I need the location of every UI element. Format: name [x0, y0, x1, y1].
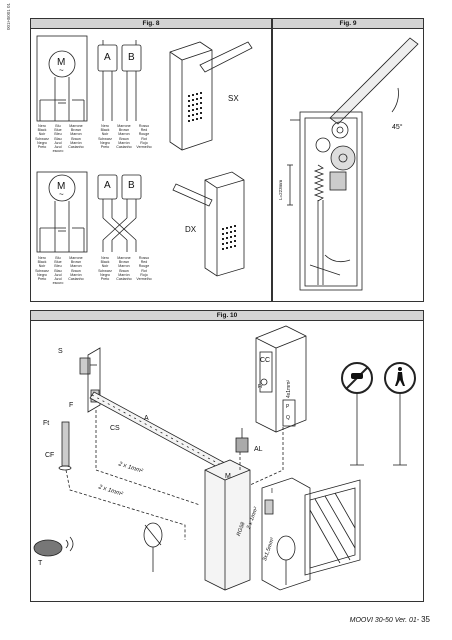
fig8-bottom-motor-tilde: ~	[59, 190, 64, 199]
fig8-bottom-color-5: Marrone Brown Marron Braun Marrón Castan…	[116, 256, 132, 282]
fig10-label-i: I	[271, 488, 273, 495]
fig10-label-ft: Ft	[43, 420, 50, 427]
fig8-top-switch-b-label: B	[128, 52, 135, 63]
fig10-label-cs: CS	[110, 425, 120, 432]
fig10-title: Fig. 10	[31, 311, 423, 321]
fig10-label-m: M	[225, 473, 231, 480]
fig8-bottom-color-6: Rosso Red Rouge Rot Rojo Vermelho	[136, 256, 152, 282]
footer-product: MOOVI 30-50	[349, 617, 393, 624]
fig8-bottom-color-3: Marrone Brown Marron Braun Marrón Castan…	[68, 256, 84, 282]
fig9-angle-label: 45°	[392, 124, 403, 131]
fig9-dimension-label: L=223mm	[278, 179, 283, 200]
fig8-top-switch-a-label: A	[104, 52, 111, 63]
fig10-label-q: Q	[286, 415, 290, 421]
fig8-top-color-4: Nero Black Noir Schwarz Negro Preto	[98, 124, 112, 150]
fig8-bottom-switch-a-label: A	[104, 180, 111, 191]
fig8-bottom-motor-label: M	[57, 181, 66, 192]
fig8-top-color-5: Marrone Brown Marron Braun Marrón Castan…	[116, 124, 132, 150]
fig10-label-fr: Fr	[258, 384, 263, 390]
fig8-bottom-color-1: Nero Black Noir Schwarz Negro Preto	[35, 256, 49, 282]
fig10-panel: Fig. 10	[30, 310, 424, 602]
fig10-label-t: T	[38, 560, 43, 567]
fig10-label-p: P	[286, 404, 290, 410]
fig8-bottom-switch-b-label: B	[128, 180, 135, 191]
fig8-bottom-color-2: Blu Blue Bleu Blau Azul Azul escuro	[52, 256, 64, 286]
fig8-label-sx: SX	[228, 94, 239, 103]
fig10-cable-label-4: 4x1mm²	[286, 379, 292, 398]
fig8-top-color-2: Blu Blue Bleu Blau Azul Azul escuro	[52, 124, 64, 154]
fig10-label-cf: CF	[45, 452, 55, 459]
fig8-title: Fig. 8	[31, 19, 271, 29]
fig9-panel: Fig. 9	[272, 18, 424, 302]
fig10-label-f: F	[69, 402, 74, 409]
page-number: 35	[421, 615, 430, 624]
fig10-label-s: S	[58, 348, 63, 355]
footer-version: Ver. 01-	[394, 617, 420, 624]
fig8-top-motor-label: M	[57, 57, 66, 68]
document-code: 001H5001 01	[6, 2, 11, 30]
fig8-top-color-6: Rosso Red Rouge Rot Rojo Vermelho	[136, 124, 152, 150]
fig8-bottom-color-4: Nero Black Noir Schwarz Negro Preto	[98, 256, 112, 282]
page-footer: MOOVI 30-50 Ver. 01- 35	[350, 615, 430, 624]
fig8-top-color-1: Nero Black Noir Schwarz Negro Preto	[35, 124, 49, 150]
fig10-label-cc: CC	[260, 357, 271, 364]
fig8-label-dx: DX	[185, 225, 197, 234]
fig8-top-color-3: Marrone Brown Marron Braun Marrón Castan…	[68, 124, 84, 150]
fig9-title: Fig. 9	[273, 19, 423, 29]
fig10-label-a: A	[144, 415, 149, 422]
fig10-label-al: AL	[254, 446, 263, 453]
fig8-top-motor-tilde: ~	[59, 66, 64, 75]
